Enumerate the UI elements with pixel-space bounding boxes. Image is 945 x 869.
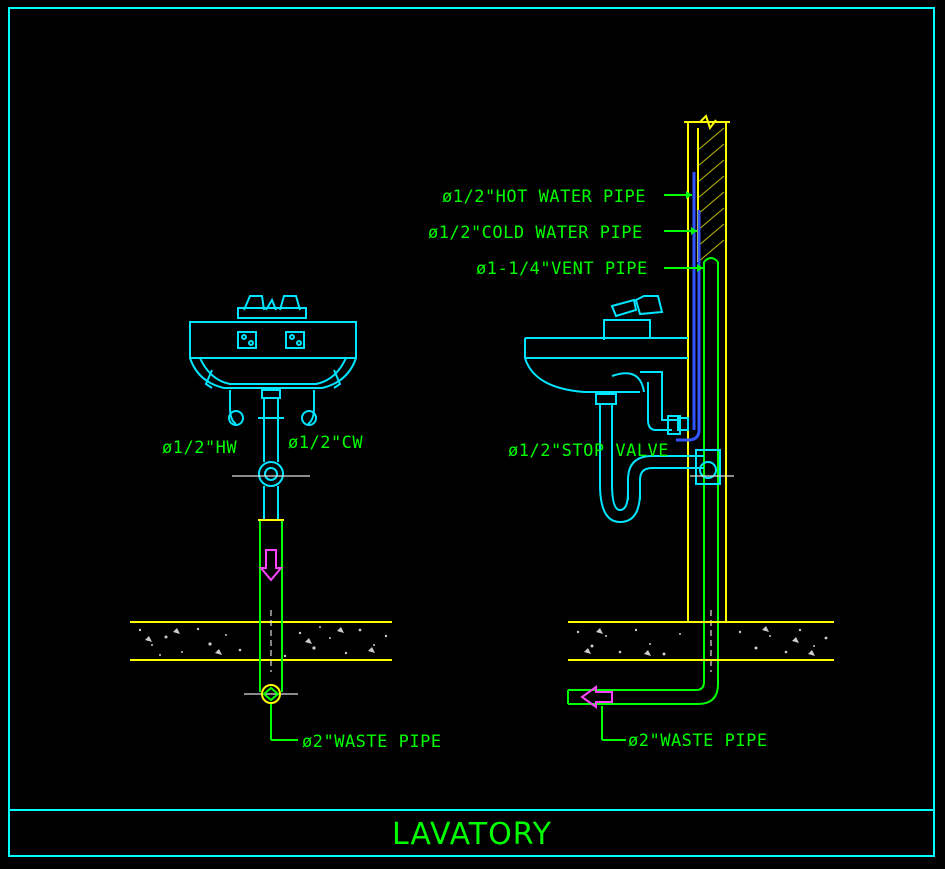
label-vent-pipe: ø1-1/4"VENT PIPE [476,259,648,279]
wall-section [684,114,730,622]
label-hot-water-front: ø1/2"HW [162,438,237,458]
supply-pipes-side [676,172,701,442]
basin-front [189,295,357,426]
waste-pipe-side [567,662,719,741]
stop-valve-icon [677,417,689,431]
drawing-frame [8,7,935,857]
label-cold-water-front: ø1/2"CW [288,433,363,453]
side-view: ø1/2"HOT WATER PIPE ø1/2"COLD WATER PIPE… [428,114,834,751]
flow-arrow-left-icon [580,685,613,709]
waste-pipe-front [232,389,310,741]
label-hot-water-pipe: ø1/2"HOT WATER PIPE [442,187,646,207]
label-cold-water-pipe: ø1/2"COLD WATER PIPE [428,223,643,243]
label-stop-valve: ø1/2"STOP VALVE [508,441,669,461]
p-trap-side [595,393,734,524]
label-waste-pipe-side: ø2"WASTE PIPE [628,731,768,751]
side-leaders [664,191,703,272]
label-waste-pipe-front: ø2"WASTE PIPE [302,732,442,752]
drawing-title: LAVATORY [392,817,552,852]
vent-pipe-side [703,257,719,672]
front-view: ø1/2"HW ø1/2"CW ø2"WASTE PIPE [130,295,442,752]
flow-arrow-down-icon [258,549,284,582]
basin-side [524,295,688,435]
floor-slab-side [568,621,834,661]
